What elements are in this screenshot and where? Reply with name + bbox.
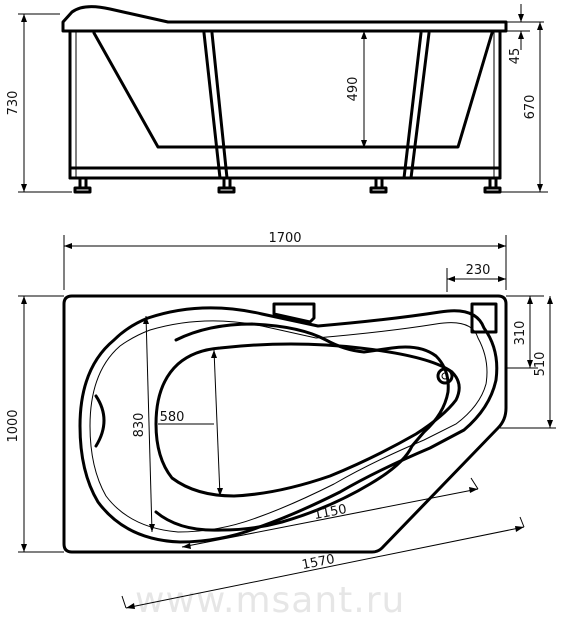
strut-left-b (210, 31, 229, 180)
overflow-slot (272, 302, 316, 324)
bowl-inner-rim (89, 320, 488, 533)
svg-text:490: 490 (346, 77, 361, 102)
svg-text:230: 230 (466, 263, 491, 278)
drain (436, 367, 454, 385)
tub-outline (62, 294, 508, 554)
svg-text:310: 310 (513, 321, 528, 346)
side-view: 730 490 45 670 (6, 4, 548, 194)
headrest (94, 394, 106, 448)
base-rail (68, 166, 502, 180)
dim-corner-offset: 230 (446, 263, 506, 292)
svg-text:730: 730 (6, 91, 21, 116)
dim-length: 1700 (63, 231, 507, 290)
tub-rim (61, 5, 508, 33)
tap-mount (470, 302, 498, 334)
dim-width: 1000 (6, 295, 64, 553)
dim-diagonal: 1570 (121, 516, 525, 609)
svg-text:1700: 1700 (268, 231, 301, 246)
dim-bowl-width: 580 (158, 349, 223, 497)
dim-rim: 45 (506, 4, 544, 64)
bowl-outer-rim (78, 306, 499, 544)
svg-text:1570: 1570 (301, 552, 336, 573)
dim-total-height: 730 (6, 13, 72, 193)
dim-bowl-length: 830 (132, 315, 155, 533)
dim-short-side: 310 (506, 295, 544, 369)
dim-inner-length: 1150 (181, 477, 479, 549)
top-view: 1700 230 (6, 231, 556, 609)
dim-right-side: 510 (500, 296, 556, 429)
strut-left-a (202, 31, 222, 180)
dim-depth: 490 (346, 31, 367, 148)
svg-text:830: 830 (132, 413, 147, 438)
strut-right-b (409, 31, 431, 180)
inner-basin (154, 342, 461, 498)
tub-body (92, 31, 494, 149)
strut-right-a (402, 31, 423, 180)
svg-text:1000: 1000 (6, 409, 21, 442)
feet (73, 176, 502, 194)
svg-text:580: 580 (160, 410, 185, 425)
svg-text:510: 510 (533, 352, 548, 377)
svg-text:1150: 1150 (313, 502, 348, 523)
watermark: www.msant.ru (135, 580, 405, 617)
svg-text:670: 670 (523, 95, 538, 120)
bowl-step (154, 322, 450, 532)
dim-frame-height: 670 (500, 22, 548, 193)
svg-text:45: 45 (508, 48, 523, 65)
